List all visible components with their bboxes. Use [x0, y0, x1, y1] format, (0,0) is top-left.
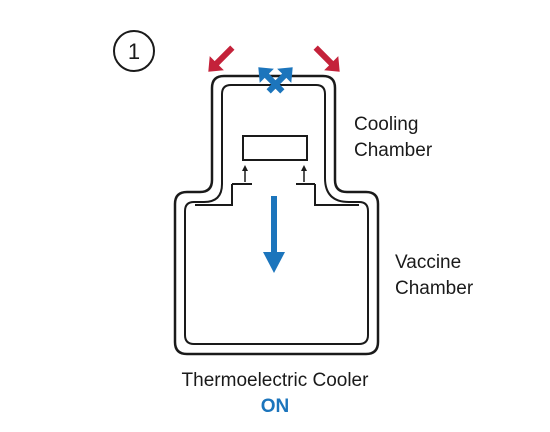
cold-flow-down-arrow-icon: [263, 196, 285, 273]
device-name-label: Thermoelectric Cooler: [182, 370, 370, 391]
device-inner-wall: [184, 84, 369, 345]
cooling-chamber-label-line1: Cooling: [354, 114, 418, 135]
cooling-chamber-label-line2: Chamber: [354, 140, 433, 161]
heat-arrow-right-icon: [313, 45, 340, 72]
status-label: ON: [261, 396, 290, 417]
chamber-divider: [195, 183, 359, 206]
thermoelectric-element: [242, 135, 308, 161]
cold-arrow-left-icon: [266, 67, 293, 94]
step-number: 1: [128, 39, 140, 64]
step-number-badge: 1: [113, 30, 155, 72]
device-outer-wall: [173, 74, 380, 356]
vaccine-chamber-label-line2: Chamber: [395, 278, 474, 299]
cold-arrow-right-icon: [258, 67, 285, 94]
heat-arrow-left-icon: [208, 45, 235, 72]
vaccine-chamber-label-line1: Vaccine: [395, 252, 461, 273]
